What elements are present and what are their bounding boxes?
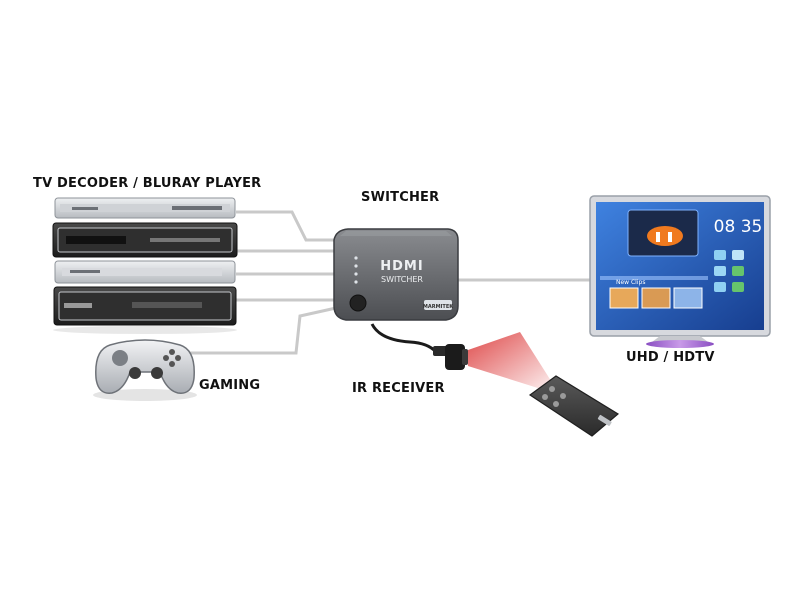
- label-display: UHD / HDTV: [626, 350, 715, 365]
- hdmi-cables: [190, 210, 592, 355]
- tv-panel-title: New Clips: [616, 279, 645, 286]
- label-gaming: GAMING: [199, 378, 261, 393]
- cable-gaming: [190, 306, 337, 355]
- tv-screen-content: 08 35 New Clips: [600, 209, 763, 309]
- source-device-stack: [52, 197, 238, 334]
- switcher-led: [354, 272, 358, 276]
- decoder-box: [53, 286, 237, 326]
- tv-decoder-1: [54, 197, 236, 219]
- switcher-badge: MARMITEK: [423, 304, 454, 310]
- tv-decoder-2: [54, 260, 236, 284]
- switcher-name: SWITCHER: [381, 275, 423, 284]
- bluray-player: [52, 222, 238, 258]
- label-ir-receiver: IR RECEIVER: [352, 381, 445, 396]
- ir-receiver-icon: [370, 323, 468, 370]
- label-switcher: SWITCHER: [361, 190, 440, 205]
- hdmi-switcher-box: HDMI SWITCHER MARMITEK: [333, 228, 459, 321]
- remote-control-icon: [528, 375, 620, 437]
- cable-source-1: [236, 210, 336, 242]
- label-sources: TV DECODER / BLURAY PLAYER: [33, 176, 262, 191]
- switcher-led: [354, 264, 358, 268]
- switcher-led: [354, 280, 358, 284]
- switcher-led: [354, 256, 358, 260]
- gamepad-icon: [93, 339, 197, 401]
- tv-clock: 08 35: [714, 217, 763, 237]
- switcher-brand: HDMI: [380, 259, 423, 274]
- switcher-select-button: [349, 294, 367, 312]
- ir-beam: [468, 332, 560, 395]
- uhd-tv: 08 35 New Clips: [589, 195, 771, 348]
